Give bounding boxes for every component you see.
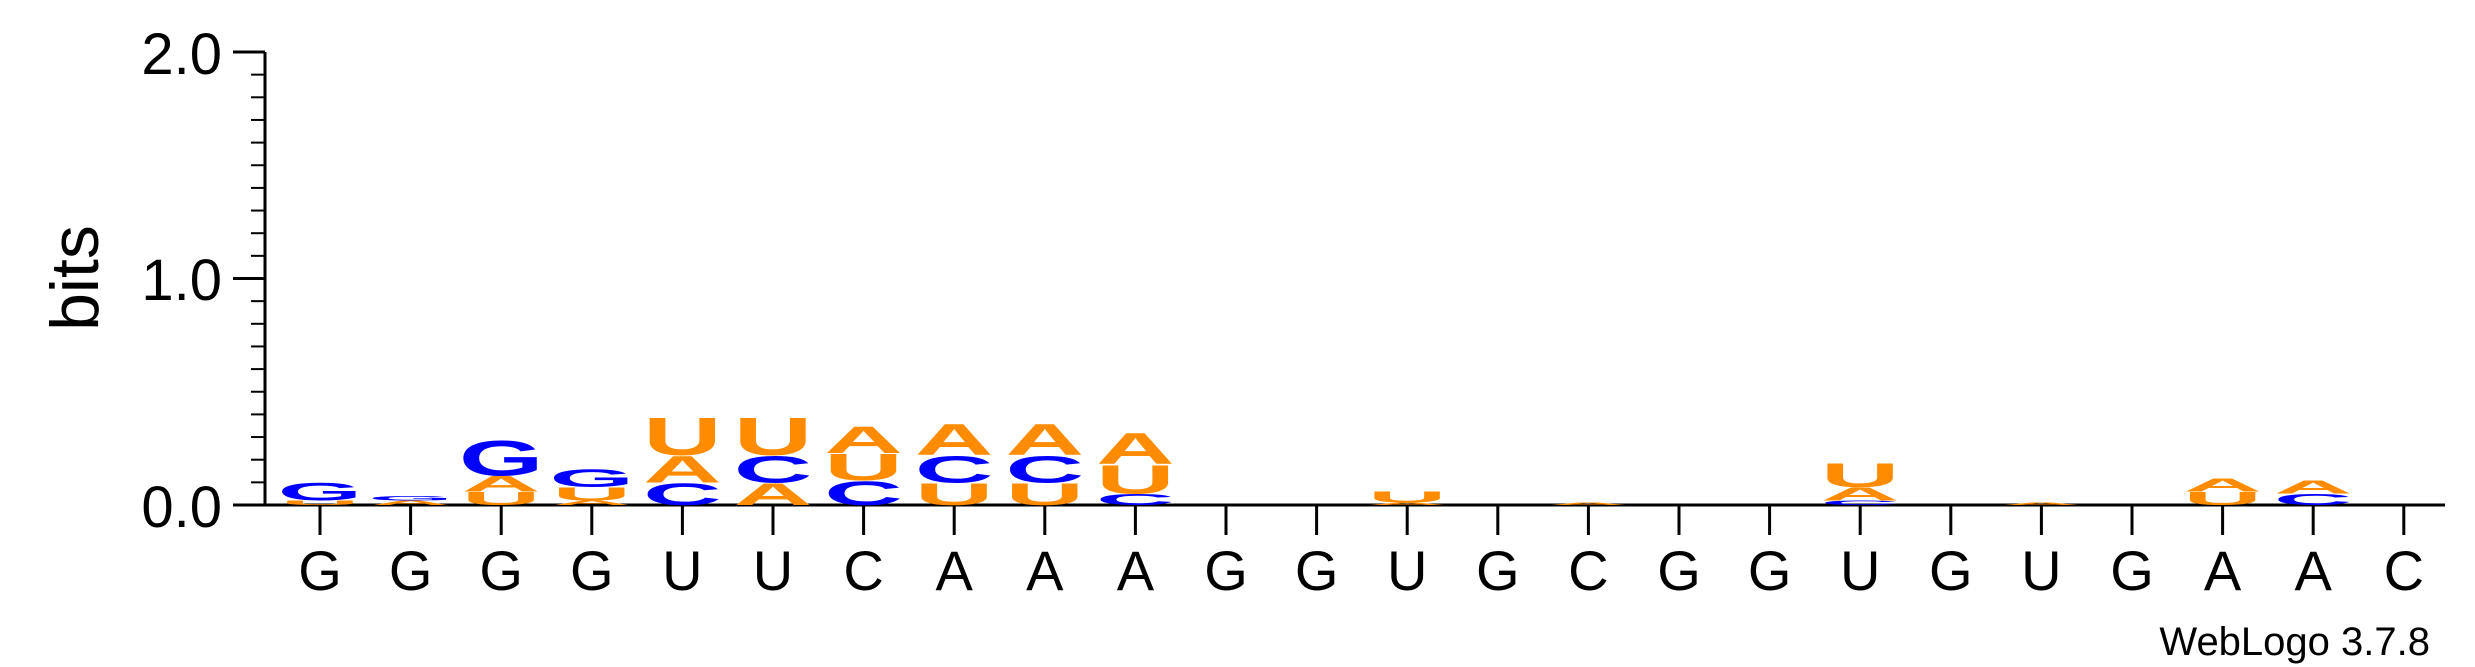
- logo-letter: U: [1368, 489, 1447, 506]
- logo-letter: A: [1368, 502, 1447, 506]
- logo-letter: C: [915, 449, 994, 491]
- logo-letter: A: [643, 449, 722, 491]
- logo-letter: C: [643, 476, 722, 511]
- position-label: G: [1748, 539, 1792, 602]
- logo-letter: A: [371, 499, 450, 506]
- letter-stack: UCA: [1006, 415, 1085, 511]
- logo-letter: U: [643, 407, 722, 467]
- logo-letter: G: [549, 464, 634, 492]
- letter-stack: AG: [368, 495, 453, 507]
- letter-stack: UCA: [915, 415, 994, 511]
- letter-stack: UAG: [459, 430, 544, 509]
- logo-letter: C: [2274, 491, 2353, 508]
- letter-stack: AU: [1368, 489, 1447, 506]
- letter-stack: AUG: [549, 464, 634, 506]
- position-label: A: [1026, 539, 1064, 602]
- logo-letter: A: [1549, 502, 1628, 506]
- position-label: G: [570, 539, 614, 602]
- position-label: U: [753, 539, 793, 602]
- y-tick-label-0: 0.0: [141, 475, 222, 540]
- logo-letter: C: [1006, 449, 1085, 491]
- position-label: G: [389, 539, 433, 602]
- y-tick-label-1: 1.0: [141, 248, 222, 313]
- logo-letter: A: [824, 419, 903, 461]
- letter-stack: UA: [2183, 474, 2262, 509]
- logo-letter: A: [915, 415, 994, 464]
- position-label: C: [1568, 539, 1608, 602]
- y-axis: 2.0 1.0 0.0 bits: [37, 22, 267, 540]
- position-label: A: [1117, 539, 1155, 602]
- logo-letter: C: [1821, 499, 1900, 506]
- position-label: C: [2384, 539, 2424, 602]
- position-label: A: [936, 539, 974, 602]
- logo-letter: U: [915, 476, 994, 511]
- position-label: G: [1657, 539, 1701, 602]
- logo-letter: U: [1096, 457, 1175, 502]
- letter-stack: A: [2002, 502, 2081, 506]
- position-label: G: [1295, 539, 1339, 602]
- logo-letter: U: [1006, 476, 1085, 511]
- logo-letter: A: [553, 499, 632, 506]
- logo-letter: A: [734, 476, 813, 511]
- logo-letter: U: [553, 483, 632, 504]
- letter-stack: A: [1549, 502, 1628, 506]
- logo-letter: A: [462, 471, 541, 496]
- y-tick-label-2: 2.0: [141, 22, 222, 87]
- logo-letter: G: [278, 478, 363, 506]
- letter-stack: CAU: [643, 407, 722, 512]
- position-label: G: [298, 539, 342, 602]
- position-label: U: [1840, 539, 1880, 602]
- position-label: G: [1929, 539, 1973, 602]
- y-axis-label: bits: [37, 225, 113, 331]
- logo-letter: A: [1096, 424, 1175, 473]
- position-label: A: [2295, 539, 2333, 602]
- position-label: G: [479, 539, 523, 602]
- logo-letter: U: [2183, 488, 2262, 509]
- logo-letter: U: [462, 488, 541, 509]
- logo-letter: A: [2183, 474, 2262, 495]
- position-label: A: [2204, 539, 2242, 602]
- y-minor-ticks: [251, 73, 265, 484]
- position-label: U: [2021, 539, 2061, 602]
- logo-letter: C: [734, 449, 813, 491]
- x-axis: [265, 503, 2445, 535]
- logo-letter: U: [824, 446, 903, 488]
- position-label: G: [1476, 539, 1520, 602]
- weblogo-credit: WebLogo 3.7.8: [2159, 620, 2430, 664]
- logo-letter: A: [1821, 483, 1900, 504]
- position-label: U: [662, 539, 702, 602]
- logo-letter: A: [2002, 502, 2081, 506]
- letter-stack: CAU: [1821, 456, 1900, 506]
- letter-stack: UG: [278, 478, 363, 507]
- logo-letter: A: [2274, 477, 2353, 498]
- letter-stack: ACU: [734, 407, 813, 512]
- logo-letter: U: [281, 499, 360, 506]
- position-label: U: [1387, 539, 1427, 602]
- logo-letter: U: [1821, 456, 1900, 495]
- position-label: G: [1204, 539, 1248, 602]
- letter-stack: CUA: [1096, 424, 1175, 508]
- letter-stack: CA: [2274, 477, 2353, 509]
- position-label: G: [2110, 539, 2154, 602]
- logo-letter: U: [734, 407, 813, 467]
- logo-letter: C: [1096, 491, 1175, 508]
- logo-letter: C: [824, 474, 903, 513]
- logo-letter: G: [368, 495, 453, 502]
- letter-stack: CUA: [824, 419, 903, 513]
- position-label: C: [843, 539, 883, 602]
- logo-letter: A: [1006, 415, 1085, 464]
- logo-letter: G: [459, 430, 544, 486]
